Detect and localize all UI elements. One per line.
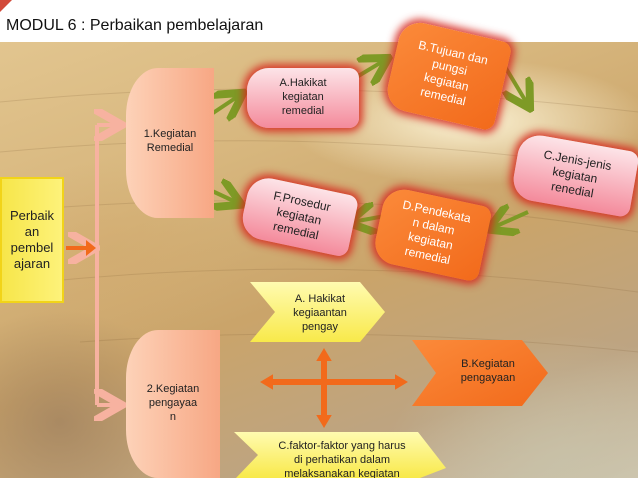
page-title: MODUL 6 : Perbaikan pembelajaran [6, 17, 264, 34]
node-hakikat-remedial-label: A.Hakikat kegiatan remedial [279, 77, 327, 117]
chevron-faktor [234, 432, 446, 478]
node-hakikat-remedial: A.Hakikat kegiatan remedial [247, 68, 359, 128]
node-hakikat-pengayaan-label: A. Hakikat kegiaantan pengay [293, 293, 347, 333]
arrow-remedial-hakikat [208, 95, 240, 115]
node-perbaikan-pembelajaran: Perbaik an pembel ajaran [0, 177, 64, 303]
node-kegiatan-pengayaan-b: B.Kegiatan pengayaan [438, 352, 538, 392]
chevron-kegiatan-pengayaan [412, 340, 548, 406]
node-kegiatan-pengayaan: 2.Kegiatan pengayaa n [126, 330, 220, 478]
arrow-jenis-pendekatan [492, 212, 529, 228]
node-pengayaan-label: 2.Kegiatan pengayaa n [146, 383, 200, 423]
node-kegiatan-pengayaan-b-label: B.Kegiatan pengayaan [460, 358, 516, 384]
arrow-hakikat-tujuan [353, 60, 385, 78]
node-faktor: C.faktor-faktor yang harus di perhatikan… [262, 440, 422, 478]
node-kegiatan-remedial: 1.Kegiatan Remedial [126, 68, 214, 218]
node-hakikat-pengayaan: A. Hakikat kegiaantan pengay [280, 290, 360, 338]
node-faktor-label: C.faktor-faktor yang harus di perhatikan… [278, 440, 406, 478]
chevron-hakikat-pengayaan [250, 282, 385, 342]
arrow-remedial-prosedur [209, 190, 238, 203]
node-perbaikan-label: Perbaik an pembel ajaran [9, 207, 55, 272]
cross-connector [260, 348, 408, 428]
node-remedial-label: 1.Kegiatan Remedial [143, 128, 197, 154]
bracket-connector [88, 125, 118, 405]
corner-mark [0, 0, 12, 12]
